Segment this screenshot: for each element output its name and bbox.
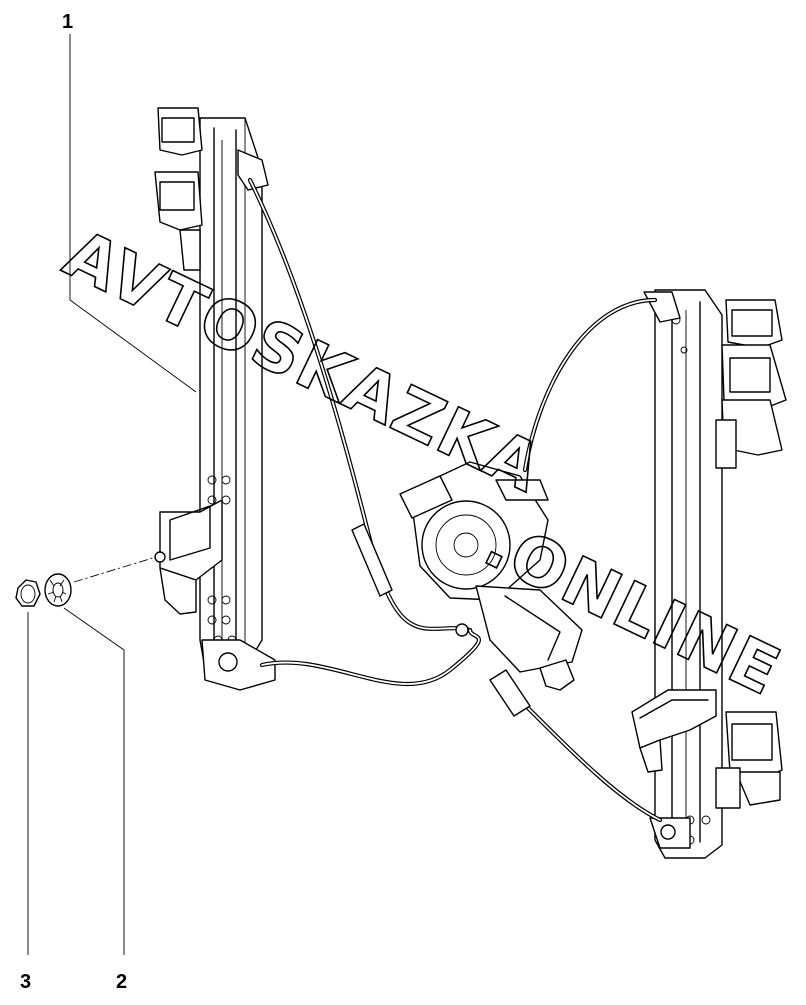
left-guide-rail bbox=[154, 107, 276, 691]
callout-2: 2 bbox=[116, 971, 127, 993]
washer-part-2 bbox=[44, 573, 72, 607]
leader-line-1 bbox=[69, 34, 197, 393]
watermark-text-main: AVTOSKAZKA bbox=[53, 215, 554, 508]
callout-3: 3 bbox=[20, 971, 31, 993]
window-motor bbox=[399, 461, 583, 691]
assembly-axis-line bbox=[73, 556, 157, 583]
callout-1: 1 bbox=[62, 11, 73, 33]
nut-part-3 bbox=[15, 579, 41, 607]
leader-line-2 bbox=[63, 607, 125, 955]
right-guide-rail bbox=[631, 289, 787, 859]
regulator-cables bbox=[247, 177, 663, 823]
